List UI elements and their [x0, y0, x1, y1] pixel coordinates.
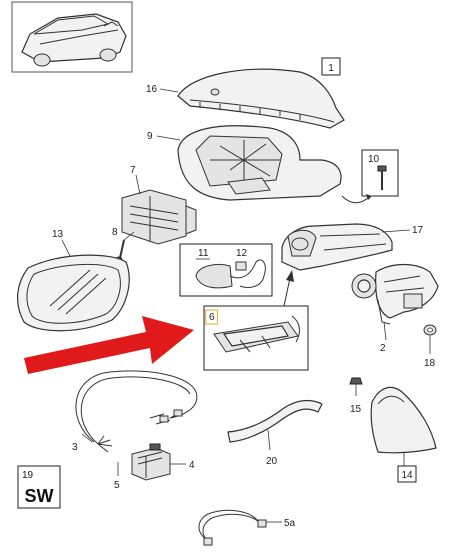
svg-text:7: 7 [130, 165, 136, 176]
svg-text:13: 13 [52, 229, 64, 240]
part-20-seal-strip: 20 [227, 399, 323, 467]
svg-text:5: 5 [114, 480, 120, 491]
part-16-mirror-cover: 16 [146, 68, 345, 129]
svg-text:SW: SW [25, 486, 54, 506]
part-6-puddle-light: 6 [203, 305, 309, 371]
connector-arrow [283, 270, 294, 307]
svg-text:19: 19 [22, 470, 34, 481]
svg-text:15: 15 [350, 404, 362, 415]
svg-text:9: 9 [147, 131, 153, 142]
svg-text:8: 8 [112, 227, 118, 238]
car-thumbnail [11, 1, 133, 73]
svg-text:18: 18 [424, 358, 436, 369]
svg-text:5a: 5a [284, 518, 296, 529]
part-4-connector: 4 [131, 443, 195, 481]
part-10-screw: 10 [341, 149, 399, 204]
part-14-triangle-cover: 14 [370, 386, 437, 483]
part-7-motor: 7 [121, 165, 197, 245]
svg-text:10: 10 [368, 154, 380, 165]
part-9-mirror-housing: 9 [147, 125, 342, 201]
part-15-screw: 15 [349, 377, 363, 415]
svg-text:2: 2 [380, 343, 386, 354]
parts-11-12-lamp-box: 11 12 [179, 243, 273, 297]
svg-text:17: 17 [412, 225, 424, 236]
svg-text:12: 12 [236, 248, 248, 259]
part-17-mirror-base: 17 [281, 223, 424, 271]
part-5-terminal: 5 [114, 462, 120, 491]
svg-text:6: 6 [209, 312, 215, 323]
part-19-market-code: 19 SW [17, 465, 61, 509]
part-13-mirror-glass: 13 [17, 229, 130, 332]
part-5a-cable: 5a [198, 509, 296, 546]
part-2-bracket: 2 [351, 263, 439, 354]
svg-text:16: 16 [146, 84, 158, 95]
svg-text:14: 14 [401, 470, 413, 481]
part-3-wiring-harness: 3 [72, 370, 198, 453]
svg-text:3: 3 [72, 442, 78, 453]
svg-text:1: 1 [328, 63, 334, 74]
highlight-arrow [24, 316, 194, 374]
part-18-nut: 18 [423, 324, 437, 369]
svg-text:20: 20 [266, 456, 278, 467]
svg-text:4: 4 [189, 460, 195, 471]
label-1: 1 [321, 57, 341, 76]
svg-text:11: 11 [198, 248, 209, 259]
